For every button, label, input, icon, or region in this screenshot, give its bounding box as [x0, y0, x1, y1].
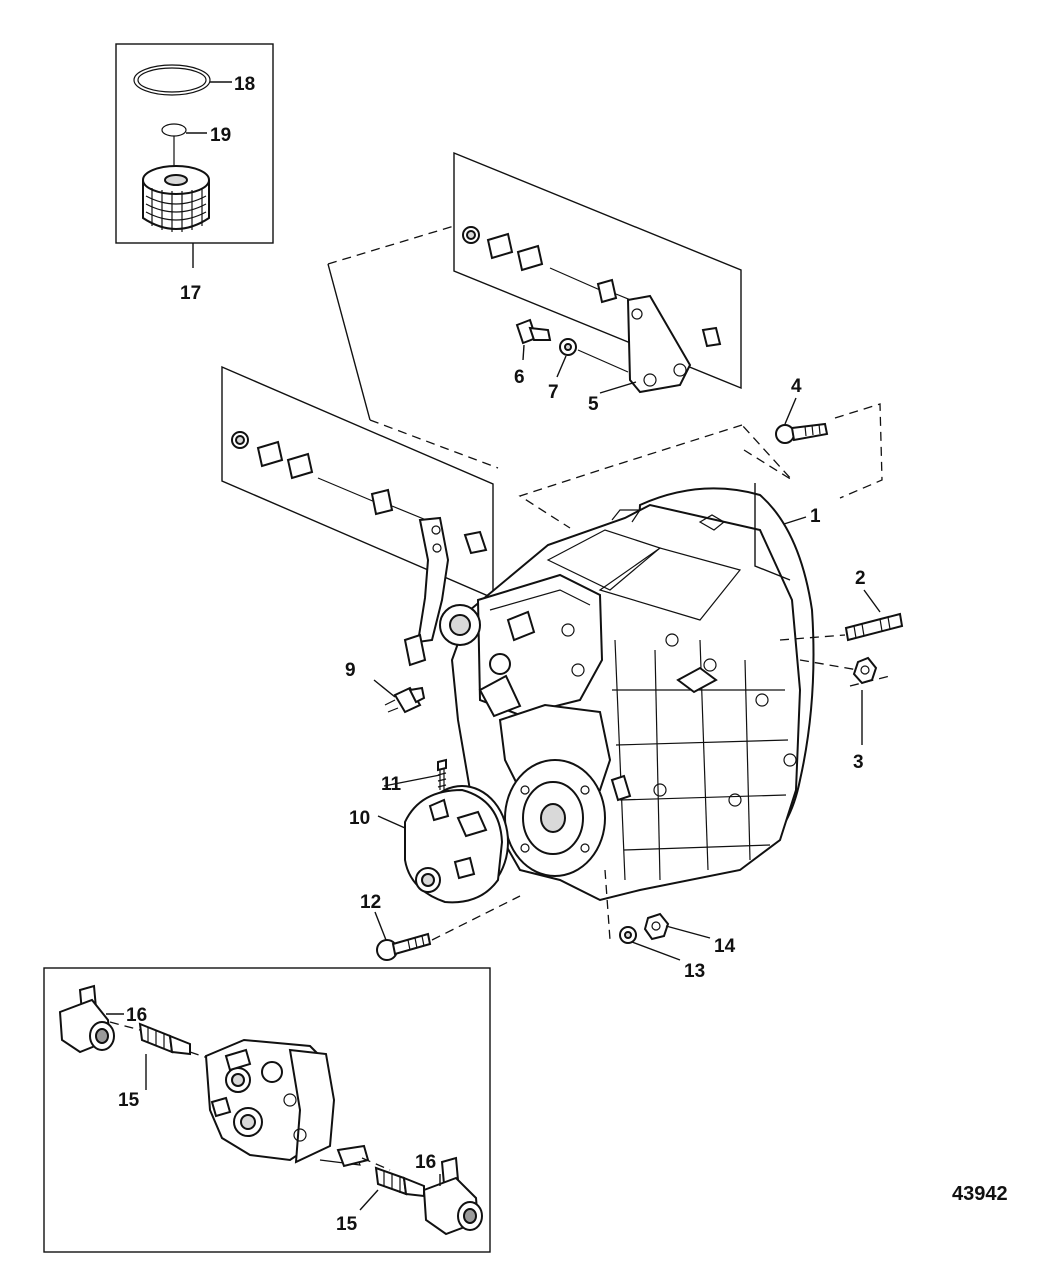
- fitting-part-15-lower: [374, 1166, 425, 1198]
- callout-15-upper: 15: [118, 1090, 140, 1111]
- callout-14: 14: [714, 936, 736, 957]
- left-mount-panel: [221, 365, 494, 667]
- callout-16-upper: 16: [126, 1005, 147, 1026]
- callout-6: 6: [514, 367, 525, 388]
- figure-reference-number: 43942: [952, 1183, 1008, 1205]
- callout-13: 13: [684, 961, 705, 982]
- callout-17: 17: [180, 283, 201, 304]
- callout-15-lower: 15: [336, 1214, 358, 1235]
- solenoid-part-16-upper: [58, 984, 115, 1054]
- valve-body: [204, 1038, 370, 1168]
- fitting-part-15-upper: [138, 1022, 191, 1056]
- callout-10: 10: [349, 808, 370, 829]
- upper-panel-frame: [453, 151, 742, 390]
- filter-inset-frame: [115, 43, 274, 244]
- solenoid-part-16-lower: [422, 1156, 483, 1236]
- o-ring-part-18: [133, 64, 211, 96]
- bolt-part-12: [376, 932, 432, 961]
- nut-part-3: [852, 656, 878, 685]
- callout-19: 19: [210, 125, 231, 146]
- transmission-housing-part-1: [439, 424, 815, 941]
- callout-12: 12: [360, 892, 381, 913]
- valve-body-inset: [43, 967, 491, 1253]
- coupling-part-10: [404, 785, 509, 904]
- filter-element-part-17: [142, 165, 210, 232]
- valve-inset-frame: [43, 967, 491, 1253]
- screw-part-11: [437, 758, 447, 790]
- filter-inset: [115, 43, 274, 268]
- callout-16-lower: 16: [415, 1152, 436, 1173]
- stud-part-2: [844, 612, 904, 642]
- callout-11: 11: [381, 774, 402, 795]
- sensor-part-9: [384, 686, 426, 714]
- panel-leader-top: [327, 225, 455, 265]
- callout-1: 1: [810, 506, 821, 527]
- callout-2: 2: [855, 568, 866, 589]
- nut-part-14: [643, 912, 670, 941]
- callout-9: 9: [345, 660, 356, 681]
- left-panel-frame: [221, 365, 494, 600]
- callout-4: 4: [791, 376, 802, 397]
- callout-7: 7: [548, 382, 559, 403]
- mount-plate-part-5: [626, 294, 692, 394]
- callout-5: 5: [588, 394, 599, 415]
- panel-leader-side: [327, 263, 371, 421]
- upper-mount-panel: [453, 151, 742, 394]
- bolt-part-4: [775, 422, 829, 444]
- callout-18: 18: [234, 74, 255, 95]
- snap-ring-part-19: [161, 123, 187, 137]
- callout-3: 3: [853, 752, 864, 773]
